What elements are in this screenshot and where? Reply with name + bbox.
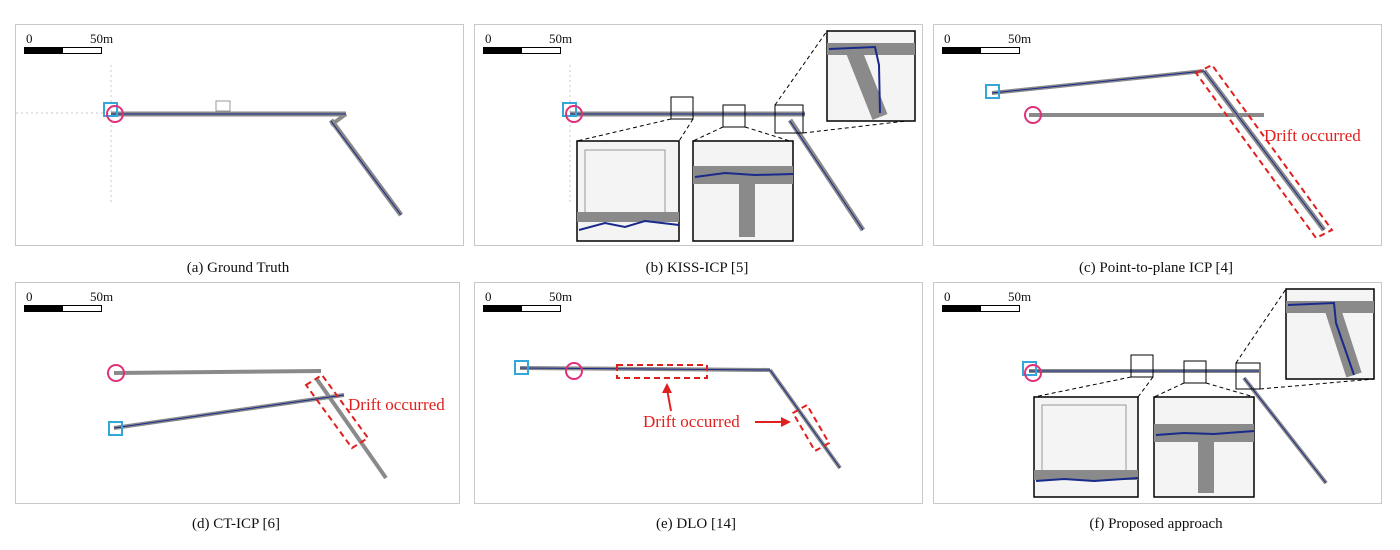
scale-bar-white bbox=[62, 305, 102, 312]
scale-bar: 0 50m bbox=[483, 31, 593, 55]
caption-c: (c) Point-to-plane ICP [4] bbox=[1079, 260, 1233, 276]
zoom-inset bbox=[576, 140, 680, 242]
end-marker bbox=[106, 105, 124, 123]
scale-distance-label: 50m bbox=[1008, 289, 1032, 304]
end-marker bbox=[1024, 364, 1042, 382]
scale-bar-white bbox=[521, 305, 561, 312]
scale-zero-label: 0 bbox=[485, 289, 492, 304]
scale-distance-label: 50m bbox=[1008, 31, 1032, 46]
end-marker bbox=[107, 364, 125, 382]
end-marker bbox=[1024, 106, 1042, 124]
scale-bar-white bbox=[980, 47, 1020, 54]
start-marker bbox=[985, 84, 1000, 99]
map-kiss-icp bbox=[562, 30, 916, 242]
map-ground-truth bbox=[16, 65, 404, 217]
start-marker bbox=[108, 421, 123, 436]
drift-annotation: Drift occurred bbox=[643, 412, 740, 431]
panel-ct-icp: 0 50m Drift occurred bbox=[15, 282, 460, 504]
scale-bar: 0 50m bbox=[942, 289, 1052, 313]
scale-distance-label: 50m bbox=[549, 289, 573, 304]
panel-ground-truth: 0 50m bbox=[15, 24, 464, 246]
scale-bar: 0 50m bbox=[24, 289, 134, 313]
caption-a: (a) Ground Truth bbox=[186, 260, 290, 276]
scale-zero-label: 0 bbox=[944, 31, 951, 46]
panel-kiss-icp: 0 50m bbox=[474, 24, 923, 246]
map-point-to-plane-icp: Drift occurred bbox=[985, 63, 1361, 240]
panel-dlo: 0 50m Drift occurred bbox=[474, 282, 923, 504]
scale-bar-white bbox=[980, 305, 1020, 312]
scale-bar-white bbox=[521, 47, 561, 54]
map-dlo: Drift occurred bbox=[514, 360, 842, 470]
scale-distance-label: 50m bbox=[90, 289, 114, 304]
end-marker bbox=[565, 105, 583, 123]
drift-annotation: Drift occurred bbox=[1264, 126, 1361, 145]
scale-bar-white bbox=[62, 47, 102, 54]
start-marker bbox=[1022, 361, 1037, 376]
scale-zero-label: 0 bbox=[26, 289, 33, 304]
end-marker bbox=[565, 362, 583, 380]
caption-d: (d) CT-ICP [6] bbox=[191, 516, 281, 532]
start-marker bbox=[103, 102, 118, 117]
scale-zero-label: 0 bbox=[485, 31, 492, 46]
caption-e: (e) DLO [14] bbox=[656, 516, 736, 532]
scale-zero-label: 0 bbox=[944, 289, 951, 304]
scale-distance-label: 50m bbox=[549, 31, 573, 46]
start-marker bbox=[514, 360, 529, 375]
map-ct-icp: Drift occurred bbox=[107, 364, 445, 480]
scale-bar: 0 50m bbox=[24, 31, 134, 55]
drift-annotation: Drift occurred bbox=[348, 395, 445, 414]
caption-f: (f) Proposed approach bbox=[1089, 516, 1223, 532]
scale-zero-label: 0 bbox=[26, 31, 33, 46]
zoom-inset bbox=[1033, 396, 1139, 498]
scale-distance-label: 50m bbox=[90, 31, 114, 46]
panel-point-to-plane-icp: 0 50m Drift occurred bbox=[933, 24, 1382, 246]
drift-highlight-box bbox=[616, 364, 708, 379]
start-marker bbox=[562, 102, 577, 117]
map-proposed-approach bbox=[1022, 288, 1375, 498]
drift-highlight-box bbox=[791, 403, 831, 453]
scale-bar: 0 50m bbox=[942, 31, 1052, 55]
drift-highlight-box bbox=[304, 373, 370, 450]
caption-b: (b) KISS-ICP [5] bbox=[645, 260, 749, 276]
drift-highlight-box bbox=[1194, 63, 1334, 240]
panel-proposed-approach: 0 50m bbox=[933, 282, 1382, 504]
scale-bar: 0 50m bbox=[483, 289, 593, 313]
